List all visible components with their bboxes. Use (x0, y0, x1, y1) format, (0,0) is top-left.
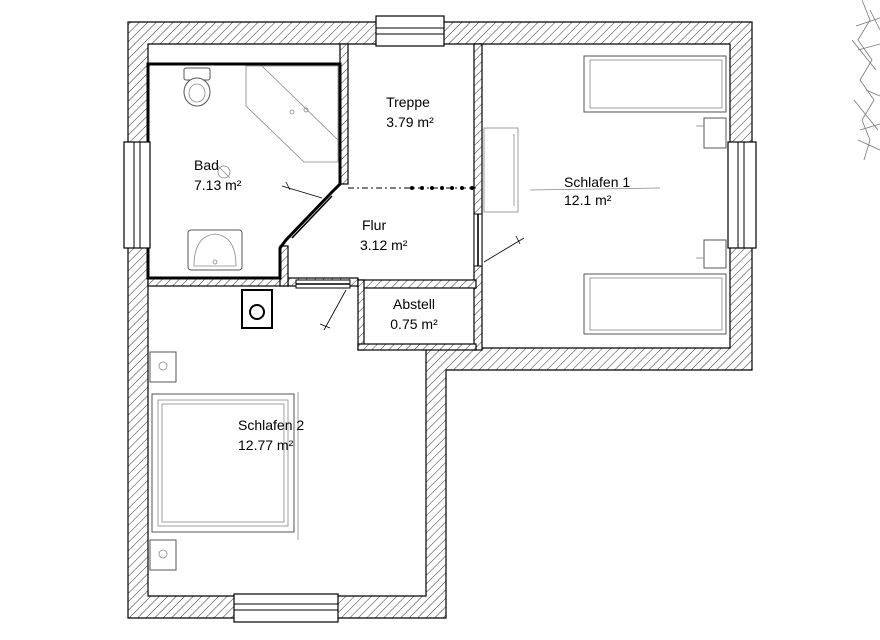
chimney-icon (241, 289, 273, 329)
stair-line (348, 186, 476, 190)
schlafen1-furniture (483, 55, 727, 335)
room-schlafen1-area: 12.1 m² (564, 192, 612, 208)
plant-icon (851, 0, 880, 161)
room-flur-area: 3.12 m² (360, 237, 408, 253)
room-flur-name: Flur (362, 217, 386, 233)
window-bottom (233, 593, 339, 623)
door-schlafen1 (473, 213, 525, 267)
drain-icon (217, 165, 231, 179)
room-bad-name: Bad (194, 157, 219, 173)
room-labels: Bad 7.13 m² Treppe 3.79 m² Flur 3.12 m² … (194, 94, 630, 453)
room-schlafen2-area: 12.77 m² (238, 437, 294, 453)
door-bad (281, 181, 333, 239)
room-schlafen2-name: Schlafen 2 (238, 417, 304, 433)
doors (281, 181, 525, 331)
interior-walls (147, 43, 483, 351)
room-abstell-area: 0.75 m² (390, 316, 438, 332)
nightstand-lower (149, 539, 177, 571)
bed-top (583, 55, 727, 113)
windows (123, 15, 757, 623)
window-right (727, 141, 757, 249)
door-schlafen2 (295, 279, 351, 331)
sink-icon (187, 229, 243, 271)
room-treppe-name: Treppe (386, 94, 430, 110)
schlafen2-furniture (149, 351, 299, 571)
room-bad-area: 7.13 m² (194, 177, 242, 193)
bathroom-enclosure (146, 62, 342, 280)
nightstand-top (696, 117, 727, 149)
shower-icon (245, 65, 339, 163)
bed-bottom (583, 273, 727, 335)
window-top (375, 15, 445, 47)
bathroom-fixtures (183, 65, 339, 271)
toilet-icon (183, 67, 211, 107)
nightstand-upper (149, 351, 177, 383)
double-bed (151, 393, 295, 533)
wardrobe (483, 127, 519, 213)
nightstand-bottom (696, 239, 727, 269)
room-schlafen1-name: Schlafen 1 (564, 174, 630, 190)
window-left (123, 141, 151, 249)
room-treppe-area: 3.79 m² (386, 114, 434, 130)
room-abstell-name: Abstell (393, 296, 435, 312)
